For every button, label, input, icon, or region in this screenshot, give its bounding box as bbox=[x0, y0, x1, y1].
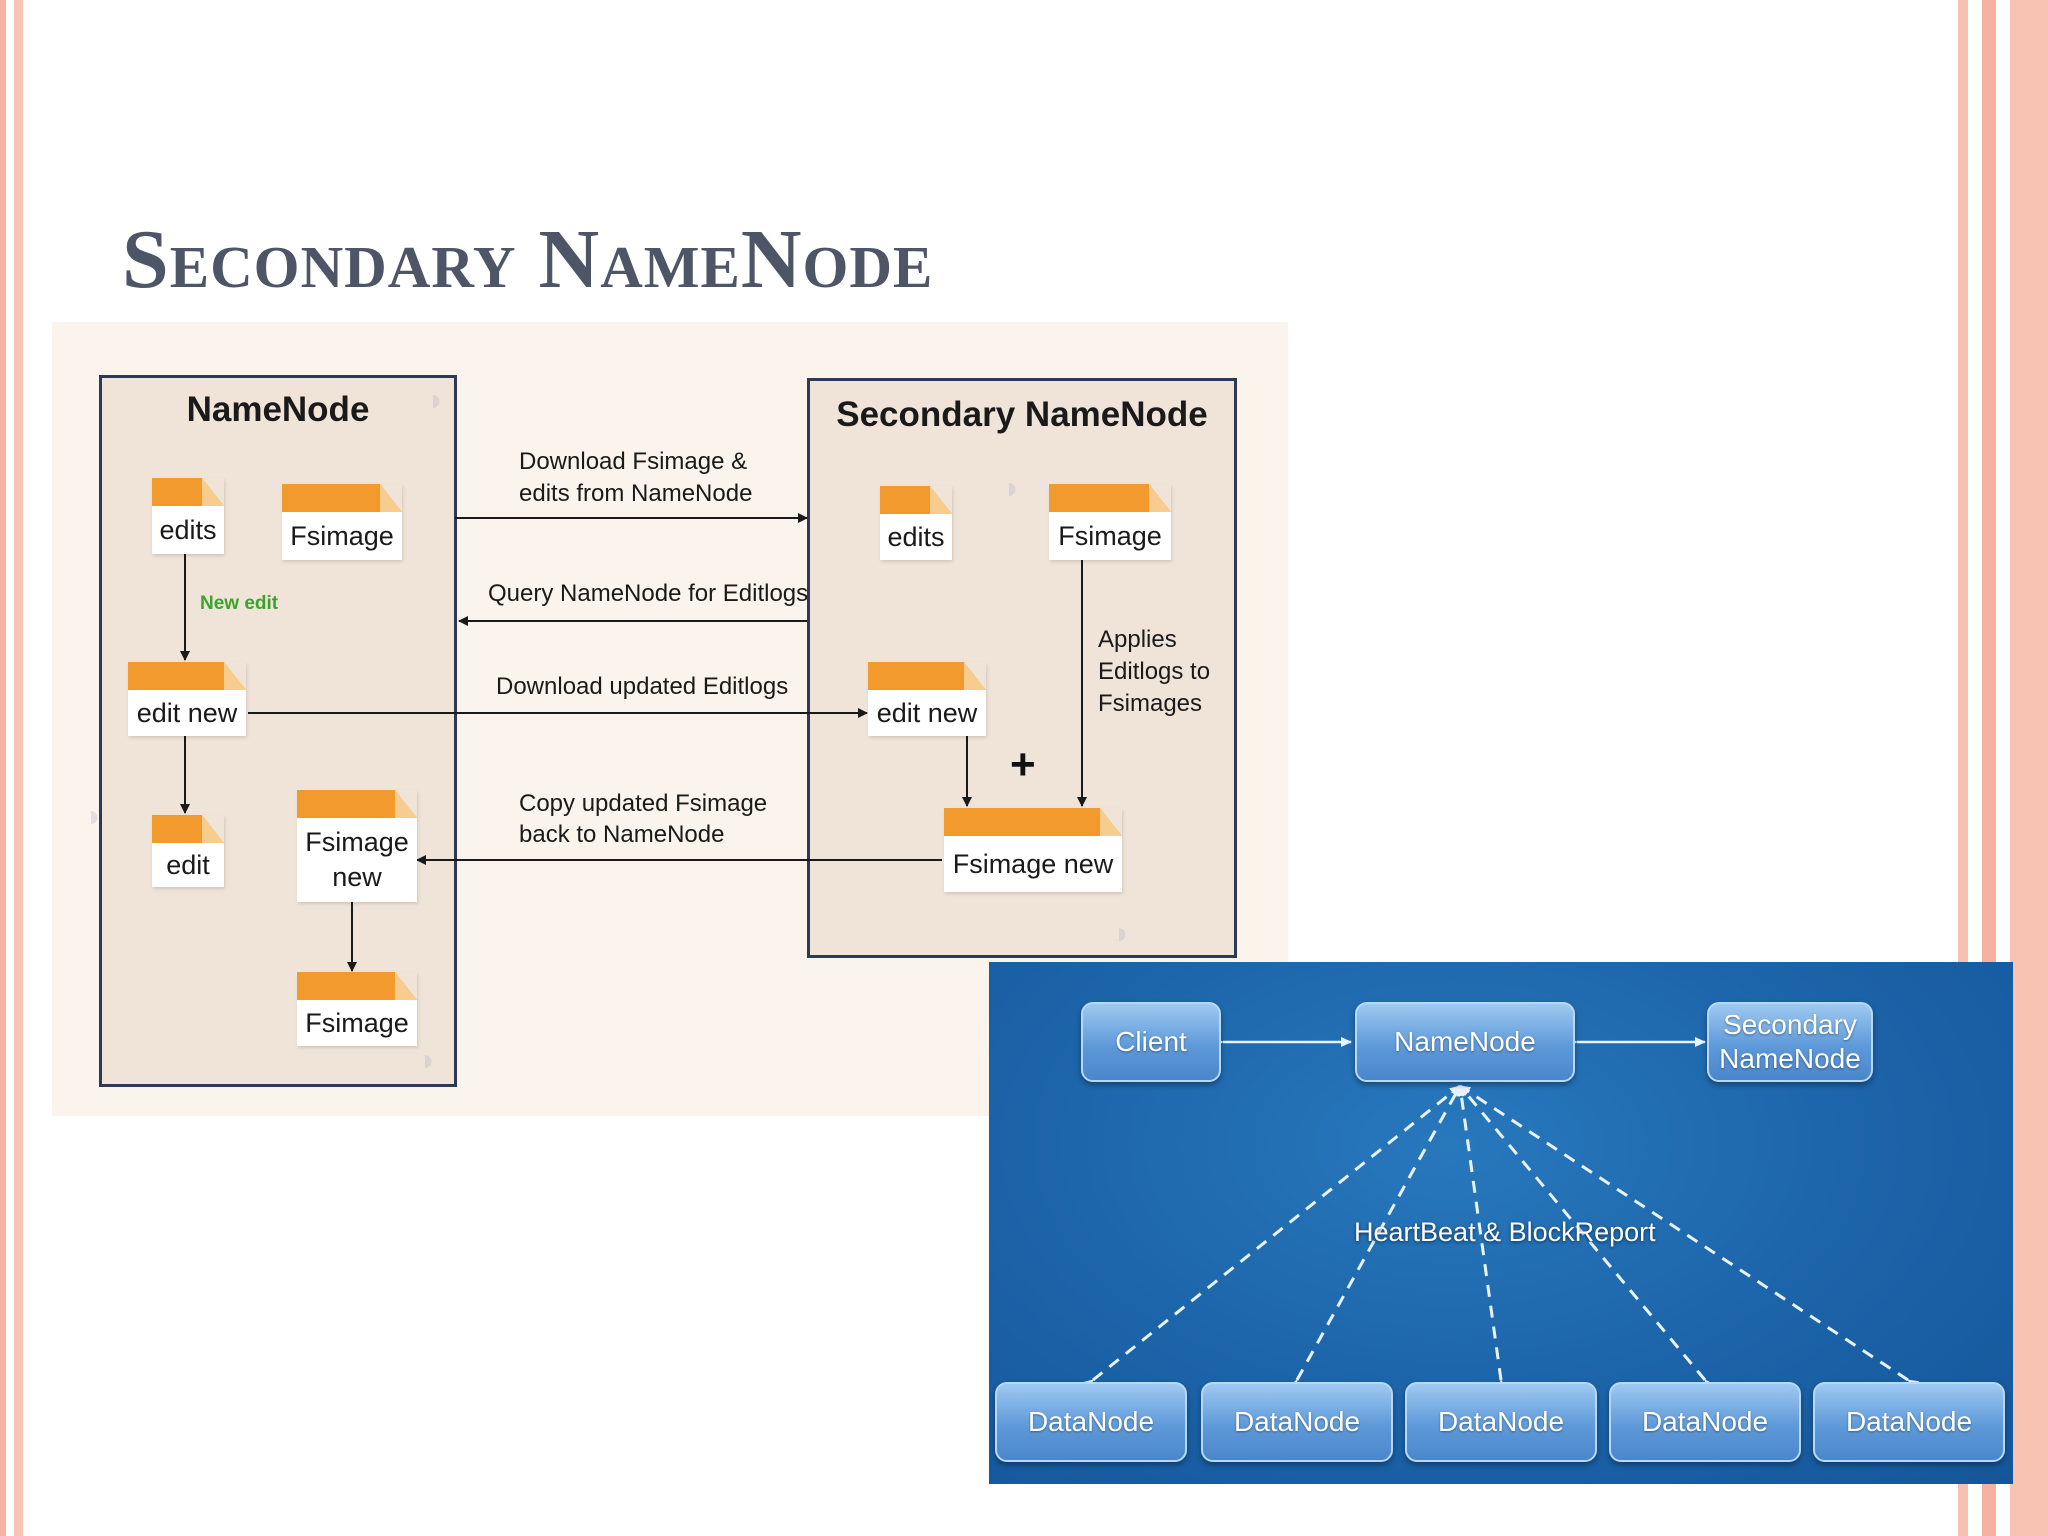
query-label: Query NameNode for Editlogs bbox=[488, 580, 809, 607]
new-edit-label: New edit bbox=[200, 593, 279, 614]
left-border-inner bbox=[14, 0, 23, 1536]
secondary-namenode-node: Secondary NameNode bbox=[1707, 1002, 1873, 1082]
datanode-4: DataNode bbox=[1609, 1382, 1801, 1462]
secondary-fsimage-new-file: Fsimage new bbox=[944, 808, 1122, 892]
heartbeat-link-5 bbox=[1459, 1084, 1920, 1390]
client-node: Client bbox=[1081, 1002, 1221, 1082]
namenode-checkpoint-diagram: NameNode Secondary NameNode ◑ ◑ ◑ ◑ ◑ ed… bbox=[52, 322, 1288, 1116]
download-label-line-1: Download Fsimage & bbox=[519, 448, 748, 475]
datanode-2: DataNode bbox=[1201, 1382, 1393, 1462]
download-updated-label: Download updated Editlogs bbox=[496, 673, 789, 700]
datanode-5: DataNode bbox=[1813, 1382, 2005, 1462]
namenode-edits-file: edits bbox=[152, 478, 224, 554]
watermark: ◑ bbox=[1110, 917, 1129, 950]
right-border-stripe-1 bbox=[1958, 0, 1968, 1536]
hdfs-architecture-diagram: Client NameNode Secondary NameNode Heart… bbox=[989, 962, 2013, 1484]
applies-label-line-2: Editlogs to bbox=[1098, 658, 1211, 685]
applies-label-line-1: Applies bbox=[1098, 626, 1177, 653]
slide-title: Secondary NameNode bbox=[122, 213, 934, 306]
secondary-edits-file: edits bbox=[880, 486, 952, 560]
secondary-edit-new-file: edit new bbox=[868, 662, 986, 736]
watermark: ◑ bbox=[82, 800, 101, 833]
namenode-edit-new-file: edit new bbox=[128, 662, 246, 736]
right-border-stripe-3 bbox=[2010, 0, 2048, 1536]
heartbeat-link-2 bbox=[1287, 1085, 1462, 1392]
namenode-fsimage-file: Fsimage bbox=[282, 484, 402, 560]
namenode-panel-title: NameNode bbox=[186, 390, 370, 429]
heartbeat-blockreport-label: HeartBeat & BlockReport bbox=[1354, 1217, 1656, 1247]
watermark: ◑ bbox=[1000, 472, 1019, 505]
download-label-line-2: edits from NameNode bbox=[519, 480, 753, 507]
namenode-node: NameNode bbox=[1355, 1002, 1575, 1082]
watermark: ◑ bbox=[424, 384, 443, 417]
namenode-edit-file: edit bbox=[152, 815, 224, 887]
diagram2-connectors bbox=[1082, 1037, 1920, 1392]
applies-label-line-3: Fsimages bbox=[1098, 690, 1203, 717]
datanode-3: DataNode bbox=[1405, 1382, 1597, 1462]
datanode-1: DataNode bbox=[995, 1382, 1187, 1462]
secondary-panel-title: Secondary NameNode bbox=[836, 395, 1208, 434]
merge-plus-sign: + bbox=[1010, 740, 1036, 789]
heartbeat-link-1 bbox=[1082, 1084, 1461, 1391]
left-border-outer bbox=[0, 0, 6, 1536]
diagram1-connectors bbox=[180, 513, 1087, 972]
copy-label-line-2: back to NameNode bbox=[519, 821, 725, 848]
secondary-fsimage-file: Fsimage bbox=[1049, 484, 1171, 560]
namenode-fsimage-new-file: Fsimage new bbox=[297, 790, 417, 902]
watermark: ◑ bbox=[416, 1044, 435, 1077]
copy-label-line-1: Copy updated Fsimage bbox=[519, 790, 768, 817]
namenode-fsimage-final-file: Fsimage bbox=[297, 972, 417, 1046]
